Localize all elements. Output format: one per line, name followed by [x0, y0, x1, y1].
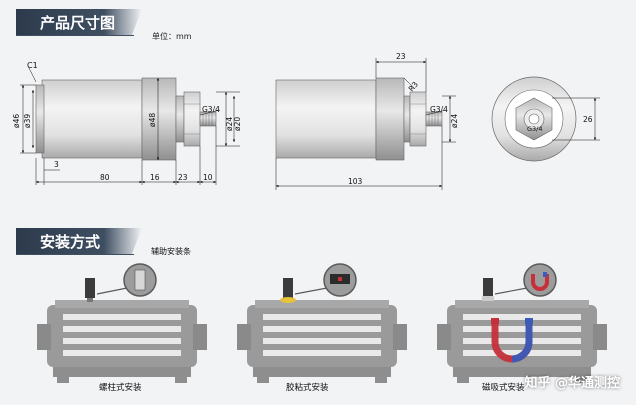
motor-stud-mount [37, 263, 207, 383]
installation-illustrations [37, 263, 607, 383]
dim-16: 16 [150, 173, 160, 182]
thread-label-mid: G3/4 [430, 105, 448, 114]
caption-stud: 螺柱式安装 [99, 383, 142, 393]
dim-d39: ø39 [23, 114, 32, 128]
dim-d24: ø24 [225, 117, 234, 131]
caption-adhesive: 胶粘式安装 [286, 383, 329, 393]
dim-80: 80 [100, 173, 110, 182]
middle-view: 23 R3 G3/4 ø24 103 [275, 52, 459, 190]
dim-d20: ø20 [233, 117, 242, 131]
section-title-text-2: 安装方式 [40, 232, 101, 251]
aux-strip-label: 辅助安装条 [151, 247, 191, 256]
dim-d24-mid: ø24 [450, 114, 459, 128]
unit-label: 单位：mm [152, 32, 192, 41]
section-title-installation: 安装方式 [16, 228, 142, 254]
caption-magnetic: 磁吸式安装 [482, 383, 525, 393]
radius-label: R3 [407, 80, 420, 94]
divider-2 [16, 254, 134, 255]
dim-d46: ø46 [12, 114, 21, 128]
end-view: G3/4 26 [491, 76, 600, 162]
thread-label: G3/4 [202, 105, 220, 114]
watermark: 知乎 @华通测控 [524, 376, 620, 391]
divider [16, 35, 134, 36]
dim-10: 10 [203, 173, 213, 182]
dim-3: 3 [54, 160, 59, 169]
dim-103: 103 [348, 177, 363, 186]
dim-d48: ø48 [148, 113, 157, 127]
section-title-text: 产品尺寸图 [40, 13, 116, 32]
motor-adhesive-mount [237, 263, 407, 383]
motor-magnetic-mount [437, 263, 607, 383]
dim-26: 26 [583, 115, 593, 124]
dim-23: 23 [178, 173, 188, 182]
dim-23-top: 23 [396, 52, 406, 61]
left-view: C1 ø46 ø39 ø48 G3/4 ø24 ø20 3 80 16 23 1… [12, 61, 242, 185]
dimension-drawings: C1 ø46 ø39 ø48 G3/4 ø24 ø20 3 80 16 23 1… [12, 52, 600, 190]
thread-label-end: G3/4 [527, 125, 543, 133]
chamfer-label: C1 [27, 61, 38, 70]
section-title-dimensions: 产品尺寸图 [16, 9, 142, 35]
